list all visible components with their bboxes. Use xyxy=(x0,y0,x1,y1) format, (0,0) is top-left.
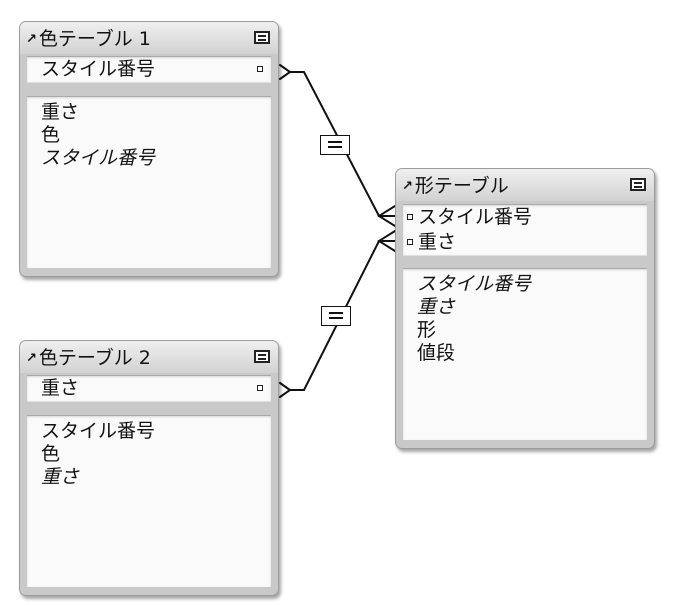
crowfoot-right-1 xyxy=(377,205,396,227)
table-color-1[interactable]: ↗色テーブル 1 スタイル番号 重さ 色 スタイル番号 xyxy=(19,21,279,277)
table-title: ↗形テーブル xyxy=(402,175,509,198)
match-field-label: スタイル番号 xyxy=(418,206,533,228)
field-item: 形 xyxy=(417,319,437,341)
table-name: 色テーブル 2 xyxy=(38,347,151,369)
field-item: 色 xyxy=(41,443,61,465)
match-fields: スタイル番号 xyxy=(27,56,271,83)
field-item: 重さ xyxy=(41,466,80,488)
port-icon xyxy=(257,66,263,72)
match-field-row[interactable]: 重さ xyxy=(27,376,271,401)
match-field-label: 重さ xyxy=(41,377,80,399)
collapse-icon[interactable] xyxy=(254,31,270,44)
table-title: ↗色テーブル 1 xyxy=(26,28,151,51)
field-list: 重さ 色 スタイル番号 xyxy=(27,96,271,268)
port-icon xyxy=(407,214,413,220)
crowfoot-left-2 xyxy=(279,382,292,398)
table-title: ↗色テーブル 2 xyxy=(26,347,151,370)
field-list: スタイル番号 色 重さ xyxy=(27,415,271,587)
field-item: スタイル番号 xyxy=(41,147,156,169)
crowfoot-right-2 xyxy=(377,230,396,252)
field-item: 値段 xyxy=(417,342,456,364)
field-item: スタイル番号 xyxy=(417,273,532,295)
collapse-icon[interactable] xyxy=(630,178,646,191)
match-field-row[interactable]: スタイル番号 xyxy=(27,57,271,82)
table-name: 形テーブル xyxy=(414,175,509,197)
table-header[interactable]: ↗色テーブル 2 xyxy=(20,341,278,373)
table-color-2[interactable]: ↗色テーブル 2 重さ スタイル番号 色 重さ xyxy=(19,340,279,596)
arrow-icon: ↗ xyxy=(402,179,413,194)
relationship-equals-icon-1[interactable] xyxy=(320,135,350,155)
arrow-icon: ↗ xyxy=(26,351,37,366)
crowfoot-left-1 xyxy=(279,64,292,80)
match-field-label: 重さ xyxy=(418,231,457,253)
table-shape[interactable]: ↗形テーブル スタイル番号 重さ スタイル番号 重さ 形 値段 xyxy=(395,168,655,449)
collapse-icon[interactable] xyxy=(254,350,270,363)
field-list: スタイル番号 重さ 形 値段 xyxy=(403,268,647,440)
match-field-row[interactable]: 重さ xyxy=(403,230,647,255)
field-item: 色 xyxy=(41,124,61,146)
match-fields: 重さ xyxy=(27,375,271,402)
match-fields: スタイル番号 重さ xyxy=(403,204,647,256)
table-header[interactable]: ↗色テーブル 1 xyxy=(20,22,278,54)
table-name: 色テーブル 1 xyxy=(38,28,151,50)
relationship-equals-icon-2[interactable] xyxy=(321,306,351,326)
field-item: 重さ xyxy=(417,296,456,318)
field-item: スタイル番号 xyxy=(41,420,156,442)
port-icon xyxy=(257,385,263,391)
match-field-label: スタイル番号 xyxy=(41,58,156,80)
arrow-icon: ↗ xyxy=(26,32,37,47)
table-header[interactable]: ↗形テーブル xyxy=(396,169,654,201)
port-icon xyxy=(407,239,413,245)
field-item: 重さ xyxy=(41,101,80,123)
match-field-row[interactable]: スタイル番号 xyxy=(403,205,647,230)
